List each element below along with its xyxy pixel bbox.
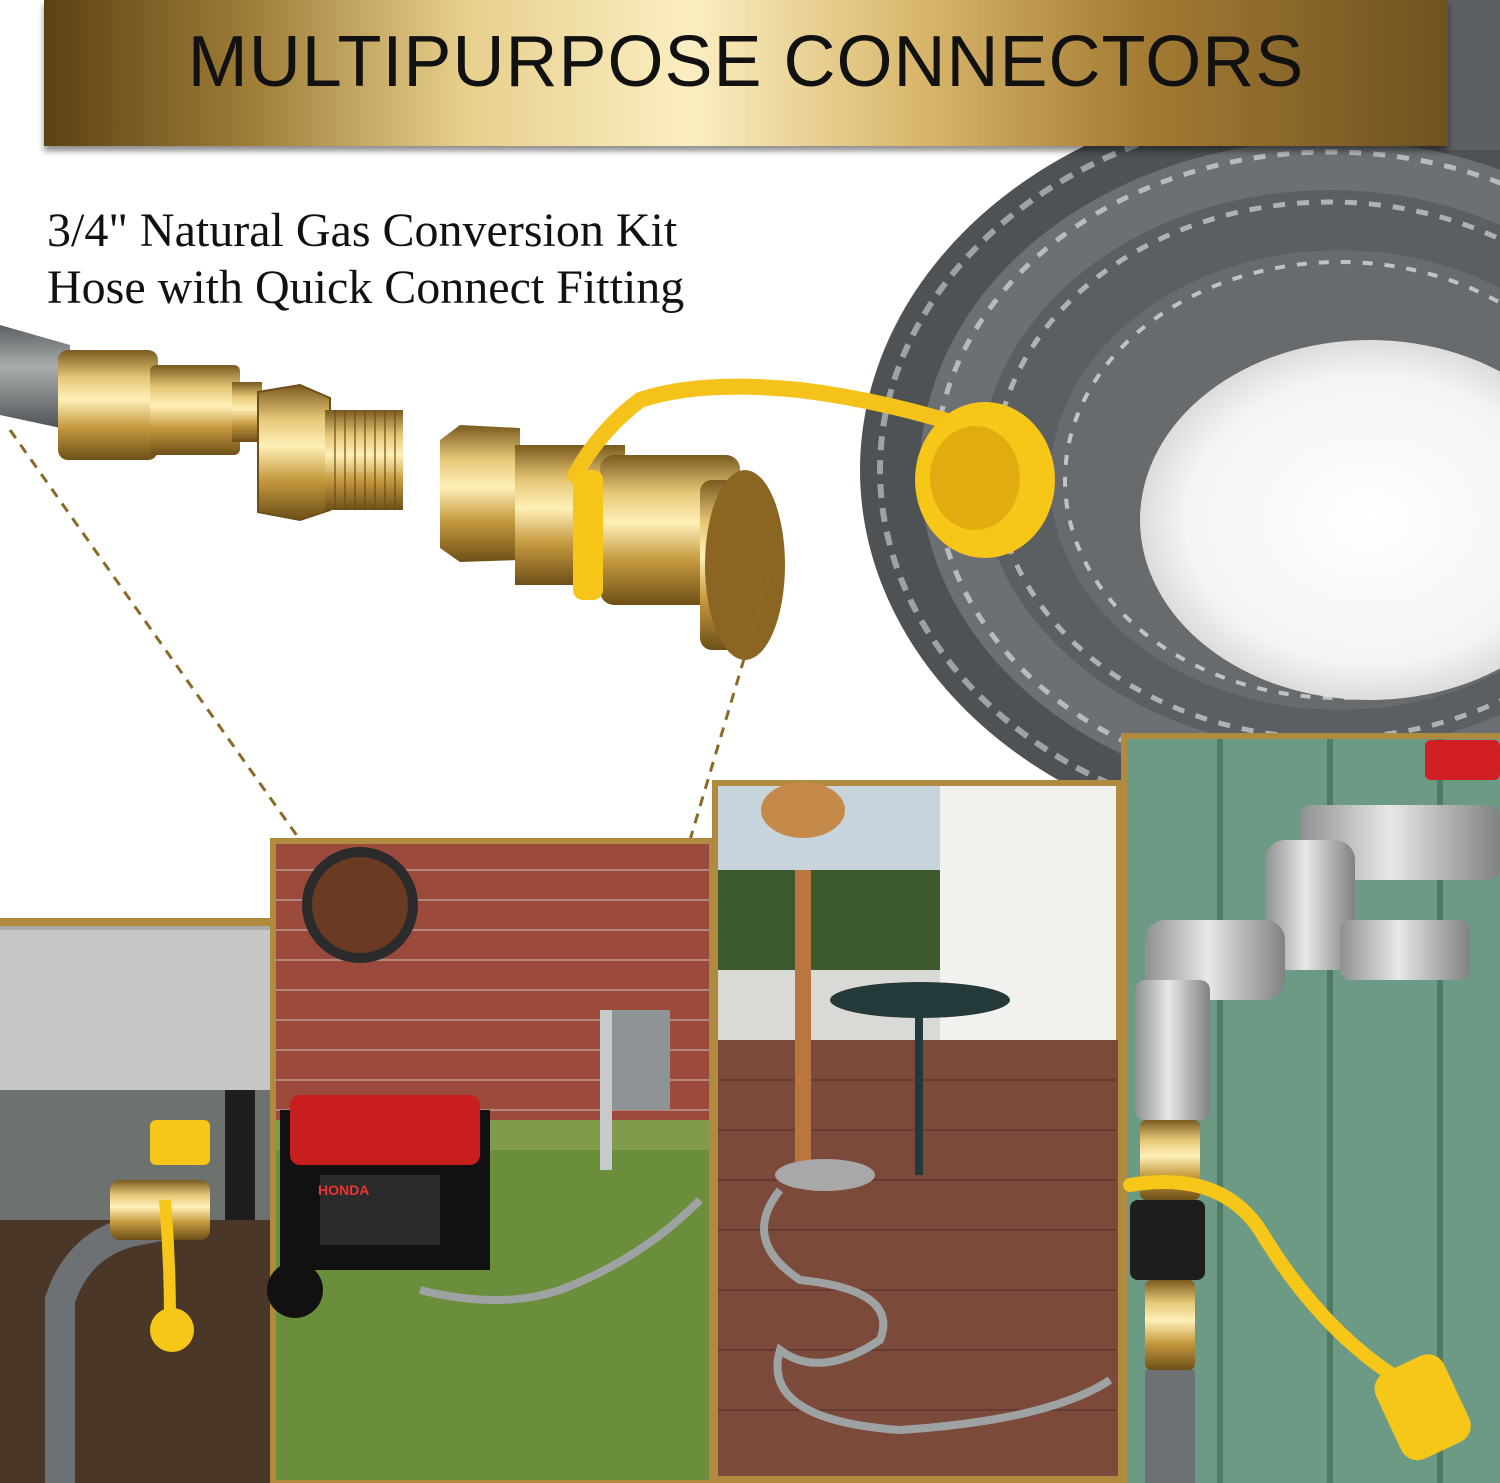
quick-connect-fittings xyxy=(0,325,1055,660)
photo-wall-valve xyxy=(0,918,272,1483)
generator-brand-text: HONDA xyxy=(318,1182,369,1198)
photo-generator: HONDA xyxy=(267,838,715,1483)
subtitle-line-1: 3/4" Natural Gas Conversion Kit xyxy=(47,204,678,257)
page-title: MULTIPURPOSE CONNECTORS xyxy=(187,22,1305,102)
product-subtitle: 3/4" Natural Gas Conversion Kit Hose wit… xyxy=(47,202,684,316)
subtitle-line-2: Hose with Quick Connect Fitting xyxy=(47,261,685,314)
photo-patio-heater xyxy=(712,780,1122,1483)
title-banner xyxy=(44,0,1448,146)
photo-green-wall-pipes xyxy=(1121,733,1500,1483)
